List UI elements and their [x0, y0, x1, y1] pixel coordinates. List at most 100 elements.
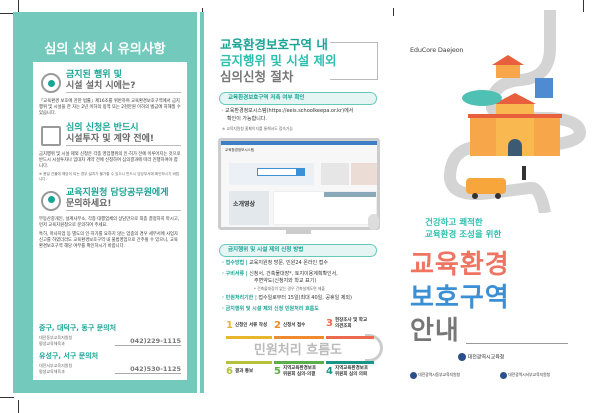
section-subheading: 시설투자 및 계약 전에! — [66, 134, 181, 146]
section-header: 교육지원청 담당공무원에게 문의하세요! — [39, 188, 181, 214]
section-body: 부동산중개인, 설계사무소, 각종 대행업체의 상담만으로 최종 결정하지 마시… — [39, 217, 180, 228]
method-item: · 접수방법 | 교육지원청 방문, 민원24 온라인 접수 — [222, 260, 328, 266]
check-note: ※ 교육지원청 홈페이지를 통해서도 접속가능 — [222, 126, 293, 131]
cover-title-1: 교육환경 — [410, 250, 510, 280]
title-line: 교육환경보호구역 내 — [220, 37, 328, 52]
method-item: · 구비서류 | 신청서, 건축물대장*, 토지이용계획확인서, — [222, 271, 338, 277]
flow-step-label: 신청서 접수 — [282, 322, 306, 328]
flow-step-number: 3 — [326, 318, 333, 329]
section-body: 금지행위 및 시설 제외 신청은 각종 영업행위의 인·허가 전에 이루어지는 … — [39, 152, 181, 169]
school-bus — [466, 178, 506, 194]
flow-step-number: 4 — [326, 366, 333, 377]
contact-dept: 평생교육체육과 — [39, 368, 65, 374]
section-heading: 교육지원청 담당공무원에게 — [66, 188, 169, 198]
contact-phone: 042)530-1125 — [115, 365, 181, 374]
site-search — [229, 163, 314, 185]
school-town-illustration — [443, 10, 587, 213]
mouse-icon — [368, 214, 379, 230]
method-pill: 금지행위 및 시설 제외 신청 방법 — [219, 244, 377, 257]
notice-section: 심의 신청은 반드시 시설투자 및 계약 전에! 금지행위 및 시설 제외 신청… — [39, 123, 181, 182]
flow-title: 민원처리 흐름도 — [253, 343, 343, 358]
org-west: 대전광역시서부교육지원청 — [500, 371, 550, 379]
flow-line — [274, 361, 324, 364]
section-header: 금지된 행위 및 시설 설치 시에는? — [39, 70, 181, 96]
flow-line — [326, 336, 374, 339]
notice-box: 금지된 행위 및 시설 설치 시에는? 「교육환경 보호에 관한 법률」제16조… — [33, 62, 187, 380]
site-topbar — [221, 141, 377, 145]
hand-stop-icon — [41, 73, 61, 93]
flow-step-label: 신청인 서류 작성 — [234, 322, 268, 328]
check-text: · 교육환경정보시스템(https://eeis.schoolkeepa.or.… — [222, 108, 354, 114]
method-item-note: * 건축물대장이 없는 경우 건축설계도면 제출 — [254, 286, 325, 291]
flow-line — [326, 361, 374, 364]
headset-agent-icon — [41, 191, 61, 211]
title-line: 심의신청 절차 — [220, 69, 294, 84]
notice-section: 금지된 행위 및 시설 설치 시에는? 「교육환경 보호에 관한 법률」제16조… — [39, 70, 181, 117]
contact-org-name: 대전동부교육지원청 — [39, 335, 73, 340]
flow-curve — [365, 334, 383, 362]
contact-phone: 042)229-1115 — [115, 337, 181, 346]
method-item: · 민원처리기한 | 접수일로부터 15일(최대 40일, 공휴일 제외) — [222, 295, 352, 301]
middle-panel: 교육환경보호구역 내 금지행위 및 시설 제외 심의신청 절차 교육환경보호구역… — [200, 0, 400, 413]
check-pill: 교육환경보호구역 저촉 여부 확인 — [219, 92, 377, 105]
section-subheading: 시설 설치 시에는? — [66, 81, 181, 93]
contact-dept: 평생교육체육과 — [39, 340, 65, 346]
flow-step-number: 6 — [226, 366, 233, 377]
site-name: 교육환경정보시스템 — [225, 148, 254, 152]
educore-logo: EduCore Daejeon — [410, 46, 464, 54]
org-main: 대전광역시교육청 — [458, 353, 504, 363]
fold-edge — [200, 12, 204, 393]
crop-mark — [393, 8, 394, 16]
section-note: ※ 용일 건물에 해당이 되는 경우 설치가 불가할 수 있으니 반드시 담당부… — [39, 172, 180, 181]
site-promo: 소개영상 — [229, 191, 269, 225]
contact-heading: 중구, 대덕구, 동구 문의처 — [39, 324, 117, 332]
airship — [462, 90, 502, 106]
traffic-light — [522, 166, 526, 180]
title-line: 금지행위 및 시설 제외 — [220, 53, 337, 68]
crop-mark — [18, 400, 19, 413]
org-east: 대전광역시동부교육지원청 — [410, 371, 460, 379]
emblem-icon — [458, 353, 466, 361]
section-header: 심의 신청은 반드시 시설투자 및 계약 전에! — [39, 123, 181, 149]
section-heading: 금지된 행위 및 — [66, 70, 122, 80]
flow-line — [226, 336, 272, 339]
contact-heading: 유성구, 서구 문의처 — [39, 352, 99, 360]
method-item-cont: 주변약도(신청지와 학교 표기) — [254, 278, 317, 284]
title-underline — [466, 343, 568, 344]
flow-line — [226, 361, 272, 364]
crop-mark — [0, 13, 14, 14]
section-heading: 심의 신청은 반드시 — [66, 123, 139, 133]
flow-step-number: 1 — [226, 320, 233, 331]
notice-section: 교육지원청 담당공무원에게 문의하세요! 부동산중개인, 설계사무소, 각종 대… — [39, 188, 181, 250]
method-item: · 금지행위 및 시설 제외 신청 민원처리 흐름도 — [222, 306, 319, 312]
checklist-calendar-icon — [41, 126, 61, 146]
flow-step-label: 결과 통보 — [234, 368, 254, 374]
website-monitor-illustration: 교육환경정보시스템 소개영상 — [218, 138, 380, 230]
cover-title-3: 안내 — [410, 316, 460, 346]
cover-title-2: 보호구역 — [410, 283, 510, 313]
monitor-stand — [286, 230, 311, 234]
emblem-icon — [500, 371, 507, 379]
flow-step-number: 2 — [274, 320, 281, 331]
crop-mark — [0, 397, 14, 398]
crop-mark — [583, 0, 584, 12]
flow-step-label: 지역교육환경보호 위원회 심의 의뢰 — [334, 366, 369, 377]
flow-step-label: 현장조사 및 학교의견조회 — [334, 318, 368, 329]
left-panel: 심의 신청 시 유의사항 금지된 행위 및 시설 설치 시에는? 「교육환경 보… — [13, 12, 197, 393]
check-text: 확인이 가능합니다. — [227, 116, 267, 122]
flow-step-number: 5 — [274, 366, 281, 377]
contact-org-name: 대전서부교육지원청 — [39, 363, 73, 368]
